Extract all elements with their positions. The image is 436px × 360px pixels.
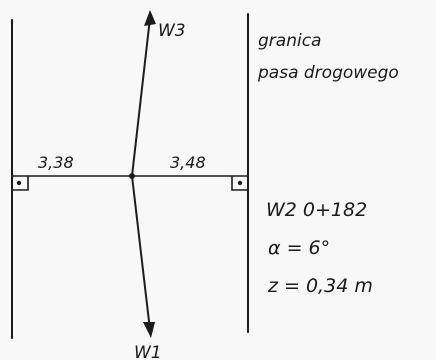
right-angle-marker-left — [11, 175, 29, 191]
label-bottom-point: W1 — [134, 343, 162, 360]
info-angle: α = 6° — [268, 237, 330, 259]
intersection-point — [129, 173, 135, 179]
axis-line — [130, 17, 151, 331]
label-boundary-line1: granica — [258, 31, 321, 51]
label-right-offset: 3,48 — [170, 153, 206, 172]
right-angle-dot-right — [237, 180, 243, 186]
arrow-down-icon — [143, 322, 155, 338]
label-left-offset: 3,38 — [38, 153, 74, 172]
right-angle-dot-left — [16, 180, 22, 186]
arrow-up-icon — [144, 10, 156, 26]
right-angle-marker-right — [231, 175, 249, 191]
info-offset: z = 0,34 m — [267, 275, 373, 297]
info-station: W2 0+182 — [266, 199, 367, 221]
label-top-point: W3 — [158, 21, 186, 41]
label-boundary-line2: pasa drogowego — [257, 63, 399, 83]
